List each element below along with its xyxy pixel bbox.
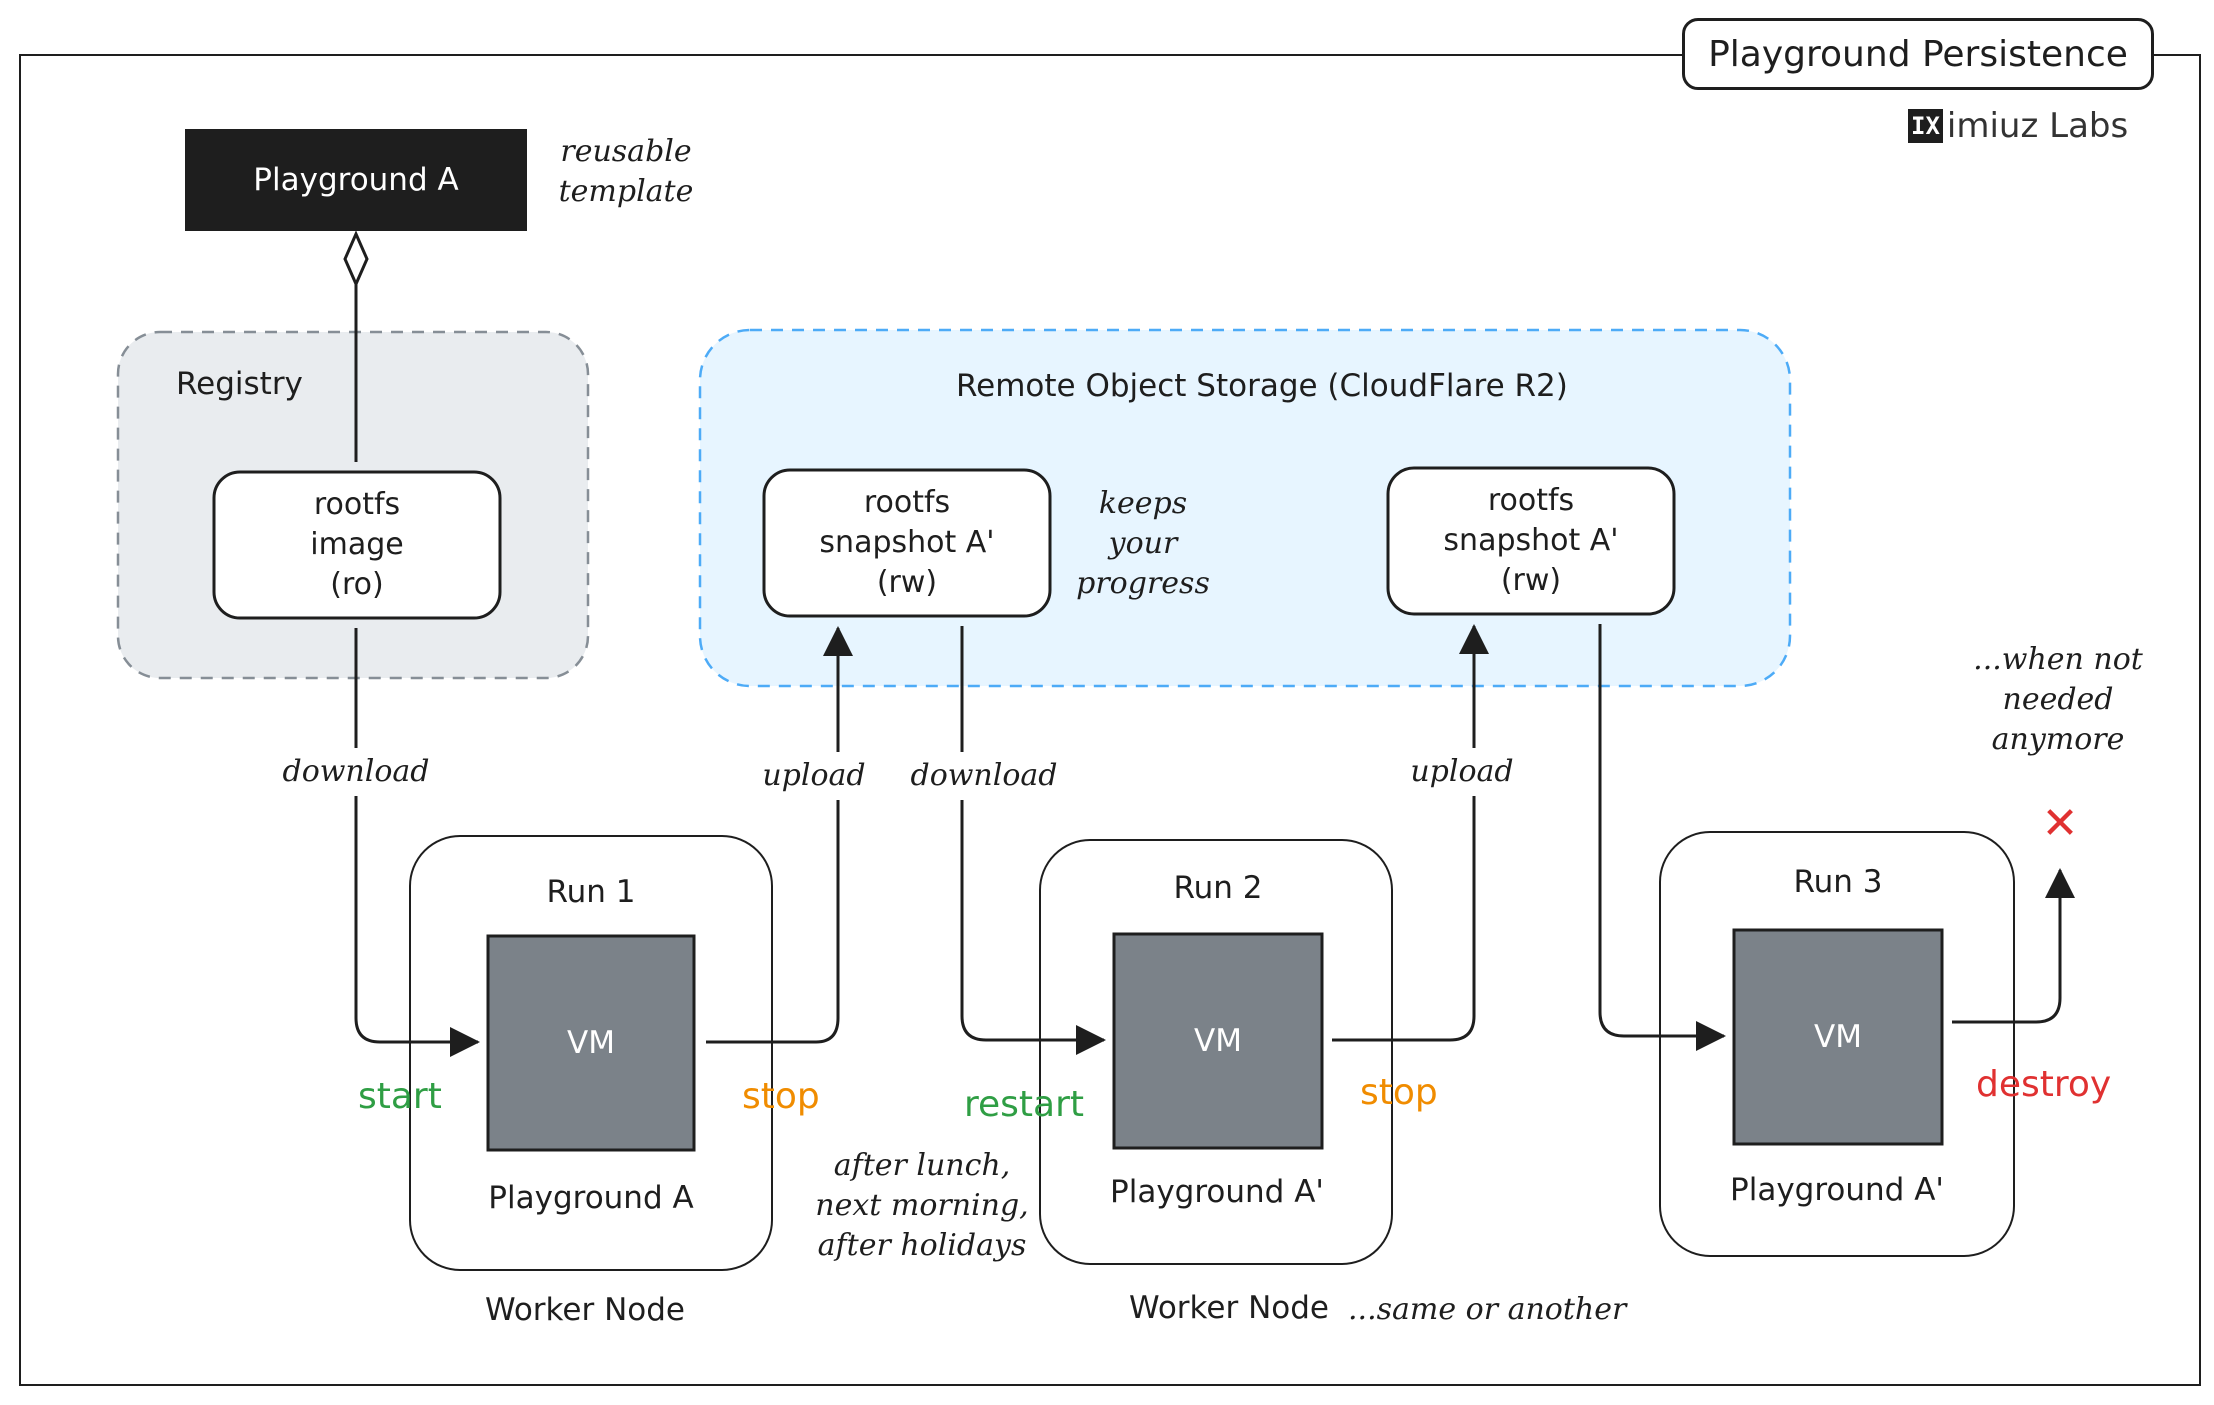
registry-label: Registry [176, 366, 303, 402]
upload1-label: upload [760, 752, 868, 800]
destroyed-x-icon: ✕ [2041, 797, 2079, 849]
upload2-arrow [1332, 624, 1489, 1042]
vm1-box [486, 934, 696, 1152]
vm3-box [1732, 928, 1944, 1146]
snapshot2-box [1386, 466, 1676, 616]
worker-node1-label: Worker Node [485, 1292, 685, 1328]
same-or-another-note: ...same or another [1348, 1292, 1627, 1327]
vm1-label: VM [567, 1025, 615, 1061]
download2-label: download [910, 752, 1058, 800]
rootfs-image-box [212, 470, 502, 620]
title-box: Playground Persistence [1682, 18, 2154, 90]
template-label: Playground A [253, 162, 459, 198]
template-label-wrap: Playground A [186, 130, 526, 230]
template-note: reusable template [558, 134, 694, 209]
run1-stop-action: stop [742, 1076, 820, 1117]
progress-note: keeps your progress [1076, 486, 1210, 601]
run1-playground: Playground A [488, 1180, 694, 1216]
run3-title: Run 3 [1793, 864, 1883, 900]
snapshot1-box [762, 468, 1052, 618]
destroy-arrow [1952, 868, 2075, 1024]
page-title: Playground Persistence [1708, 33, 2128, 75]
vm2-box [1112, 932, 1324, 1150]
brand: IX imiuz Labs [1908, 106, 2128, 146]
snapshot2-label: rootfs snapshot A' (rw) [1443, 483, 1619, 598]
run2-title: Run 2 [1173, 870, 1263, 906]
run2-stop-action: stop [1360, 1072, 1438, 1113]
run2-restart-action: restart [964, 1084, 1085, 1125]
restart-when-note: after lunch, next morning, after holiday… [815, 1148, 1029, 1263]
run2-playground: Playground A' [1110, 1174, 1324, 1210]
rootfs-image-label: rootfs image (ro) [310, 487, 404, 602]
brand-logo-icon: IX [1908, 109, 1943, 143]
storage-label: Remote Object Storage (CloudFlare R2) [956, 368, 1568, 404]
download2-arrow [960, 626, 1106, 1055]
run1-title: Run 1 [546, 874, 636, 910]
aggregation-diamond-icon [343, 230, 369, 288]
download3-arrow [1598, 624, 1726, 1051]
brand-name: imiuz Labs [1946, 106, 2129, 146]
when-not-needed-note: ...when not needed anymore [1973, 642, 2143, 757]
snapshot1-label: rootfs snapshot A' (rw) [819, 485, 995, 600]
outer-frame [19, 54, 2201, 1386]
download1-arrow [354, 628, 480, 1057]
upload2-label: upload [1408, 748, 1516, 796]
run3-playground: Playground A' [1730, 1172, 1944, 1208]
vm2-label: VM [1194, 1023, 1242, 1059]
worker-node2-label: Worker Node [1129, 1290, 1329, 1326]
run3-destroy-action: destroy [1976, 1064, 2112, 1105]
download1-label: download [282, 748, 430, 796]
template-box [185, 129, 527, 231]
vm3-label: VM [1814, 1019, 1862, 1055]
run1-start-action: start [358, 1076, 442, 1117]
upload1-arrow [706, 626, 853, 1044]
